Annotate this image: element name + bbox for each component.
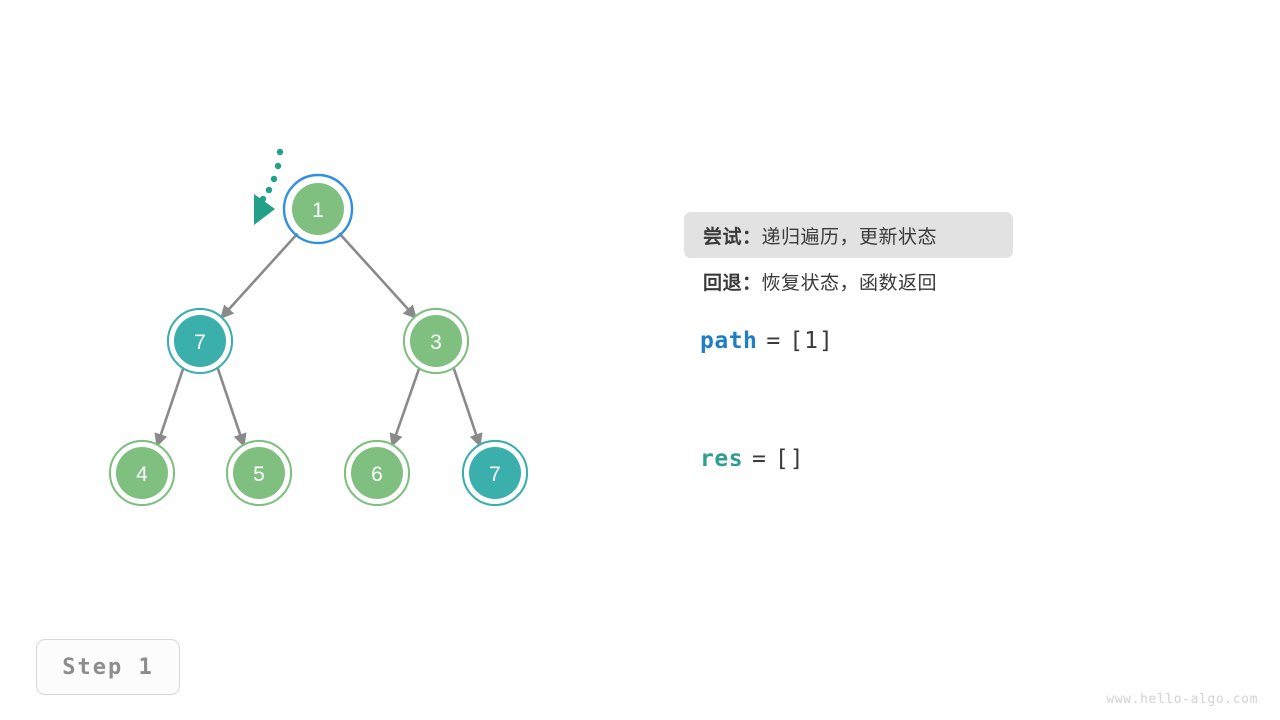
tree-node-3[interactable]: 3 — [402, 307, 470, 375]
annotation-panel: 尝试： 递归遍历，更新状态 回退： 恢复状态，函数返回 — [684, 212, 1204, 304]
node-body — [410, 315, 462, 367]
variable-path-value: [1] — [789, 328, 834, 354]
pointer-cursor-icon — [254, 194, 275, 225]
variable-res-name: res — [700, 446, 744, 472]
node-value: 7 — [489, 463, 501, 486]
edge-3-to-7R — [451, 365, 483, 448]
step-badge-label: Step 1 — [62, 654, 154, 680]
edge-1-to-7L — [220, 232, 299, 320]
tree-node-4[interactable]: 4 — [108, 439, 176, 507]
watermark: www.hello-algo.com — [1106, 692, 1258, 707]
variable-path: path = [1] — [700, 328, 834, 354]
variable-res-value: [] — [774, 446, 805, 472]
edge-1-to-3 — [338, 232, 417, 320]
node-inner-ring — [464, 442, 526, 504]
step-badge: Step 1 — [36, 639, 180, 695]
node-inner-ring — [111, 442, 173, 504]
node-outer-ring — [108, 439, 176, 507]
edge-7L-to-5 — [215, 365, 247, 448]
tree-node-7-left[interactable]: 7 — [166, 307, 234, 375]
node-body — [233, 447, 285, 499]
note-text-try: 递归遍历，更新状态 — [761, 226, 938, 248]
note-row-backtrack: 回退： 恢复状态，函数返回 — [684, 258, 1204, 304]
node-value: 3 — [430, 331, 442, 354]
variable-res: res = [] — [700, 446, 805, 472]
pointer-trail-dot — [265, 186, 273, 194]
node-body — [469, 447, 521, 499]
node-body — [174, 315, 226, 367]
pointer-trail-dot — [274, 162, 282, 170]
recursion-pointer — [254, 148, 284, 225]
node-body — [116, 447, 168, 499]
node-outer-ring — [343, 439, 411, 507]
note-text-backtrack: 恢复状态，函数返回 — [761, 272, 938, 294]
node-value: 5 — [253, 463, 265, 486]
node-value: 1 — [312, 199, 324, 222]
variable-path-equals: = — [766, 328, 781, 354]
tree-node-7-right[interactable]: 7 — [461, 439, 529, 507]
node-outer-ring — [461, 439, 529, 507]
edge-7L-to-4 — [154, 365, 186, 448]
variable-res-equals: = — [752, 446, 766, 472]
tree-node-6[interactable]: 6 — [343, 439, 411, 507]
tree-edges — [154, 232, 483, 448]
node-inner-ring — [286, 177, 350, 241]
node-body — [351, 447, 403, 499]
edge-3-to-6 — [389, 365, 422, 448]
node-inner-ring — [228, 442, 290, 504]
note-row-try: 尝试： 递归遍历，更新状态 — [684, 212, 1013, 258]
watermark-text: www.hello-algo.com — [1106, 692, 1258, 707]
pointer-trail-dot — [270, 175, 278, 183]
note-label-backtrack: 回退： — [703, 272, 762, 294]
node-value: 6 — [371, 463, 383, 486]
pointer-trail-dot — [276, 148, 284, 156]
tree-node-5[interactable]: 5 — [225, 439, 293, 507]
tree-node-1[interactable]: 1 — [282, 173, 354, 245]
note-label-try: 尝试： — [703, 226, 762, 248]
node-inner-ring — [169, 310, 231, 372]
node-value: 4 — [136, 463, 148, 486]
tree-nodes: 1 7 3 4 5 — [108, 173, 529, 507]
variable-path-name: path — [700, 328, 758, 354]
node-outer-ring — [225, 439, 293, 507]
node-inner-ring — [346, 442, 408, 504]
node-highlight-ring — [282, 173, 354, 245]
node-outer-ring — [166, 307, 234, 375]
node-outer-ring — [402, 307, 470, 375]
node-value: 7 — [194, 331, 206, 354]
node-inner-ring — [405, 310, 467, 372]
node-body — [292, 183, 344, 235]
